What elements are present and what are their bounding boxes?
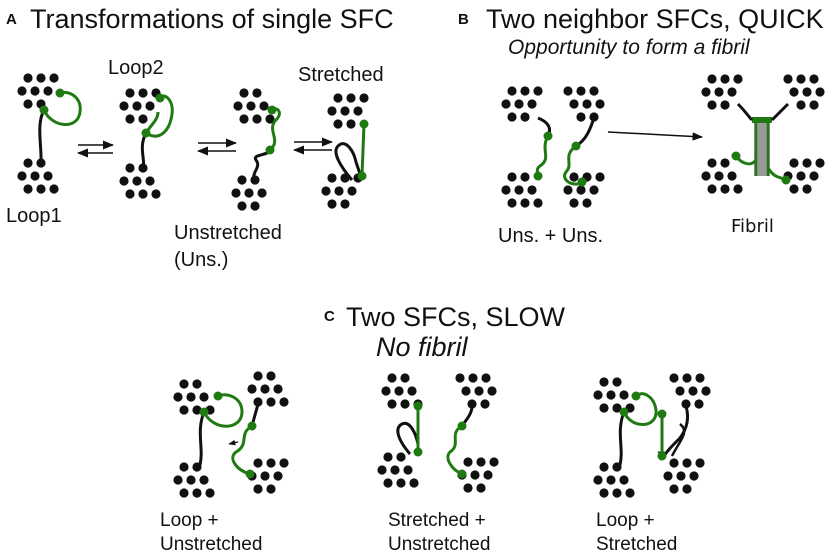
- sfc-unstretched: Unstretched (Uns.): [174, 88, 282, 271]
- dot-cluster: [563, 172, 605, 208]
- panel-b: B Two neighbor SFCs, QUICK Opportunity t…: [458, 4, 825, 247]
- panel-c: C Two SFCs, SLOW No fibril: [160, 302, 711, 555]
- panel-a-letter: A: [6, 11, 17, 28]
- dot-cluster: [119, 88, 161, 124]
- label-pair1-line1: Loop +: [160, 510, 219, 531]
- label-uns-uns: Uns. + Uns.: [498, 225, 603, 247]
- label-pair3-line2: Stretched: [596, 534, 677, 555]
- sfc-pair-loop-stretched: Loop + Stretched: [593, 373, 711, 555]
- dot-cluster: [701, 74, 743, 110]
- dot-cluster: [783, 158, 825, 194]
- dot-cluster: [669, 373, 711, 409]
- panel-b-title: Two neighbor SFCs, QUICK: [486, 4, 824, 34]
- panel-a: A Transformations of single SFC Loop1: [6, 4, 394, 271]
- dot-cluster: [593, 377, 635, 413]
- sfc-stretched: Stretched: [298, 64, 384, 209]
- equilibrium-arrows: [196, 138, 238, 156]
- label-pair2-line2: Unstretched: [388, 534, 490, 555]
- sfc-fibril: Fibril: [701, 74, 825, 237]
- fibril-core: [754, 120, 770, 176]
- equilibrium-arrows: [292, 137, 334, 155]
- transition-arrow: [607, 131, 704, 141]
- sfc-pair-loop-unstretched: Loop + Unstretched: [160, 371, 289, 555]
- dot-cluster: [321, 173, 363, 209]
- dot-cluster: [17, 73, 59, 109]
- label-fibril: Fibril: [731, 216, 774, 237]
- sfc-pair-stretched-unstretched: Stretched + Unstretched: [377, 373, 499, 555]
- label-stretched: Stretched: [298, 64, 384, 86]
- panel-a-title: Transformations of single SFC: [30, 4, 394, 34]
- panel-c-subtitle: No fibril: [376, 332, 469, 362]
- label-pair1-line2: Unstretched: [160, 534, 262, 555]
- label-loop1: Loop1: [6, 205, 62, 227]
- dot-cluster: [247, 371, 289, 407]
- sfc-loop2: Loop2: [108, 57, 174, 199]
- panel-b-subtitle: Opportunity to form a fibril: [508, 36, 751, 59]
- dot-cluster: [593, 462, 635, 498]
- label-pair3-line1: Loop +: [596, 510, 655, 531]
- dot-cluster: [327, 93, 369, 129]
- dot-cluster: [455, 373, 497, 409]
- dot-cluster: [233, 88, 275, 124]
- panel-c-letter: C: [324, 308, 335, 325]
- dot-cluster: [783, 74, 825, 110]
- dot-cluster: [173, 379, 215, 415]
- dot-cluster: [119, 163, 161, 199]
- label-unstretched: Unstretched: [174, 222, 282, 244]
- equilibrium-arrows: [76, 140, 115, 158]
- dot-cluster: [501, 172, 543, 208]
- sfc-pair-uns-uns: Uns. + Uns.: [498, 86, 605, 247]
- dot-cluster: [501, 86, 543, 122]
- dot-cluster: [231, 175, 267, 211]
- dot-cluster: [377, 452, 419, 488]
- dot-cluster: [17, 158, 59, 194]
- label-loop2: Loop2: [108, 57, 164, 79]
- label-pair2-line1: Stretched +: [388, 510, 486, 531]
- dot-cluster: [173, 462, 215, 498]
- sfc-loop1: Loop1: [6, 73, 82, 227]
- label-unstretched-abbr: (Uns.): [174, 249, 228, 271]
- dot-cluster: [663, 458, 705, 494]
- panel-b-letter: B: [458, 11, 469, 28]
- dot-cluster: [563, 86, 605, 122]
- panel-c-title: Two SFCs, SLOW: [346, 302, 566, 332]
- dot-cluster: [701, 158, 743, 194]
